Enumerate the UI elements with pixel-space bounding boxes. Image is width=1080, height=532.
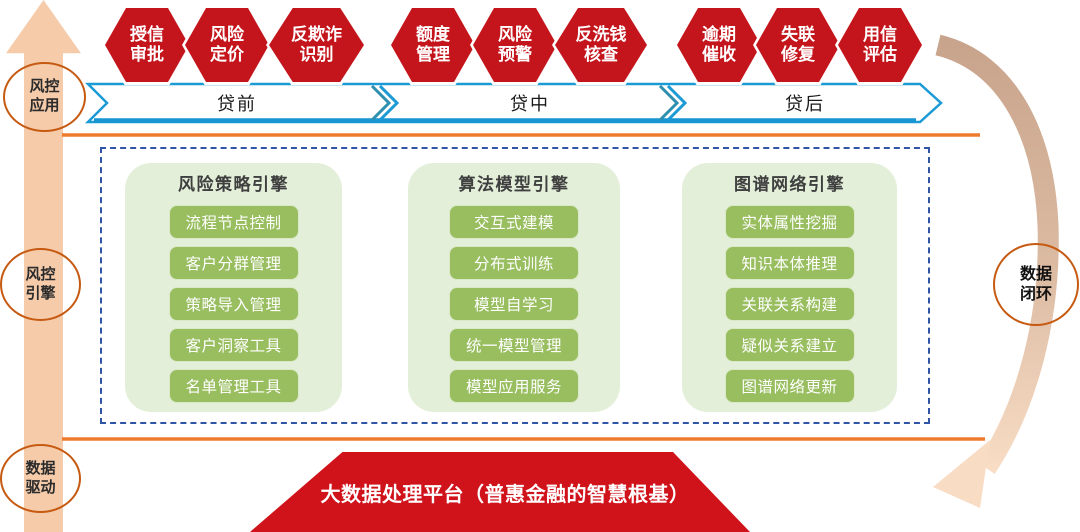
panel-title: 图谱网络引擎: [734, 175, 845, 194]
hex-overdue-collection-label: 逾期 催收: [677, 8, 761, 82]
big-data-platform-label: 大数据处理平台（普惠金融的智慧根基）: [320, 483, 690, 506]
capability-item: 客户分群管理: [168, 246, 299, 280]
capability-item: 交互式建模: [449, 205, 579, 239]
hex-contact-repair-label: 失联 修复: [756, 8, 840, 82]
capability-item: 知识本体推理: [724, 246, 855, 280]
axis-label-risk-application: 风控 应用: [3, 62, 86, 132]
hex-credit-usage-eval-label: 用信 评估: [838, 8, 922, 82]
hex-aml-check-label: 反洗钱 核查: [555, 8, 647, 82]
hex-anti-fraud-label: 反欺诈 识别: [269, 8, 364, 82]
hex-risk-alert: 风险 预警: [470, 5, 560, 85]
hex-credit-approval: 授信 审批: [102, 5, 192, 85]
hex-risk-pricing: 风险 定价: [182, 5, 272, 85]
phase-in-loan: 贷中: [510, 94, 550, 114]
panel-graph-network-engine: 图谱网络引擎 实体属性挖掘 知识本体推理 关联关系构建 疑似关系建立 图谱网络更…: [682, 163, 897, 412]
hex-anti-fraud: 反欺诈 识别: [266, 5, 367, 85]
hex-limit-management-label: 额度 管理: [391, 8, 475, 82]
capability-item: 实体属性挖掘: [724, 205, 855, 239]
big-data-platform: 大数据处理平台（普惠金融的智慧根基）: [250, 452, 750, 532]
capability-item: 模型自学习: [449, 287, 579, 321]
capability-item: 模型应用服务: [449, 369, 579, 403]
phase-separator-icon: [378, 84, 400, 122]
data-loop-arrowhead-icon: [933, 440, 990, 508]
hex-aml-check: 反洗钱 核查: [552, 5, 650, 85]
phase-separator-icon: [666, 84, 688, 122]
hex-credit-usage-eval: 用信 评估: [835, 5, 925, 85]
hex-risk-alert-label: 风险 预警: [473, 8, 557, 82]
phase-separator-icon: [370, 84, 392, 122]
hex-credit-approval-label: 授信 审批: [105, 8, 189, 82]
hex-overdue-collection: 逾期 催收: [674, 5, 764, 85]
capability-list: 交互式建模 分布式训练 模型自学习 统一模型管理 模型应用服务: [408, 205, 620, 403]
panel-risk-strategy-engine: 风险策略引擎 流程节点控制 客户分群管理 策略导入管理 客户洞察工具 名单管理工…: [125, 163, 342, 412]
engine-region-border: [100, 147, 930, 424]
panel-title: 风险策略引擎: [178, 175, 289, 194]
capability-item: 策略导入管理: [168, 287, 299, 321]
axis-label-data-driven: 数据 驱动: [0, 444, 81, 513]
hex-risk-pricing-label: 风险 定价: [185, 8, 269, 82]
capability-item: 客户洞察工具: [168, 328, 299, 362]
axis-label-risk-engine: 风控 引擎: [0, 248, 81, 321]
capability-list: 实体属性挖掘 知识本体推理 关联关系构建 疑似关系建立 图谱网络更新: [682, 205, 897, 403]
phase-separator-icon: [658, 84, 680, 122]
capability-item: 关联关系构建: [724, 287, 855, 321]
capability-item: 流程节点控制: [168, 205, 299, 239]
hex-limit-management: 额度 管理: [388, 5, 478, 85]
capability-item: 名单管理工具: [168, 369, 299, 403]
capability-item: 图谱网络更新: [724, 369, 855, 403]
data-loop-label: 数据 闭环: [993, 243, 1079, 326]
capability-item: 疑似关系建立: [724, 328, 855, 362]
panel-title: 算法模型引擎: [458, 175, 570, 194]
panel-algorithm-model-engine: 算法模型引擎 交互式建模 分布式训练 模型自学习 统一模型管理 模型应用服务: [408, 163, 620, 412]
phase-post-loan: 贷后: [785, 94, 825, 114]
capability-item: 分布式训练: [449, 246, 579, 280]
phase-pre-loan: 贷前: [217, 94, 257, 114]
capability-item: 统一模型管理: [449, 328, 579, 362]
hex-contact-repair: 失联 修复: [753, 5, 843, 85]
capability-list: 流程节点控制 客户分群管理 策略导入管理 客户洞察工具 名单管理工具: [125, 205, 342, 403]
